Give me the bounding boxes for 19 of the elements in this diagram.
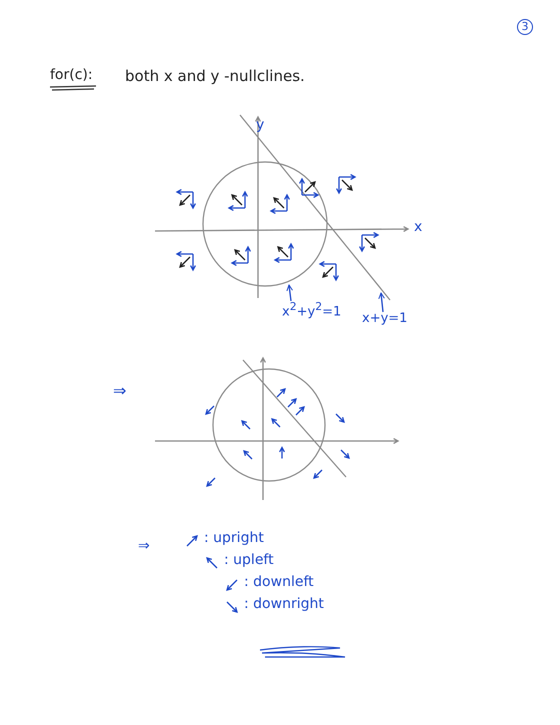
implies-symbol: ⇒	[113, 382, 126, 400]
part-label: for(c):	[50, 68, 93, 84]
nullcline-circle	[202, 161, 328, 287]
equation-label: x+y=1	[362, 312, 408, 326]
nullcline-circle	[212, 368, 326, 482]
leader-arrow	[378, 292, 385, 312]
legend-text: : downleft	[244, 575, 314, 590]
legend-text: : upleft	[224, 553, 274, 568]
axis-label: x	[414, 220, 422, 236]
implies-symbol: ⇒	[138, 539, 150, 554]
page-number: 3	[517, 19, 533, 35]
nullcline-line	[240, 114, 390, 300]
legend-text: : downright	[244, 597, 324, 612]
heading: both x and y -nullclines.	[125, 68, 305, 84]
nullcline-line	[242, 360, 346, 478]
leader-arrow	[286, 284, 293, 302]
equation-label: x$^{2}$+y$^{2}$=1	[282, 301, 342, 320]
axis-label: y	[256, 118, 264, 134]
legend-text: : upright	[204, 531, 264, 546]
